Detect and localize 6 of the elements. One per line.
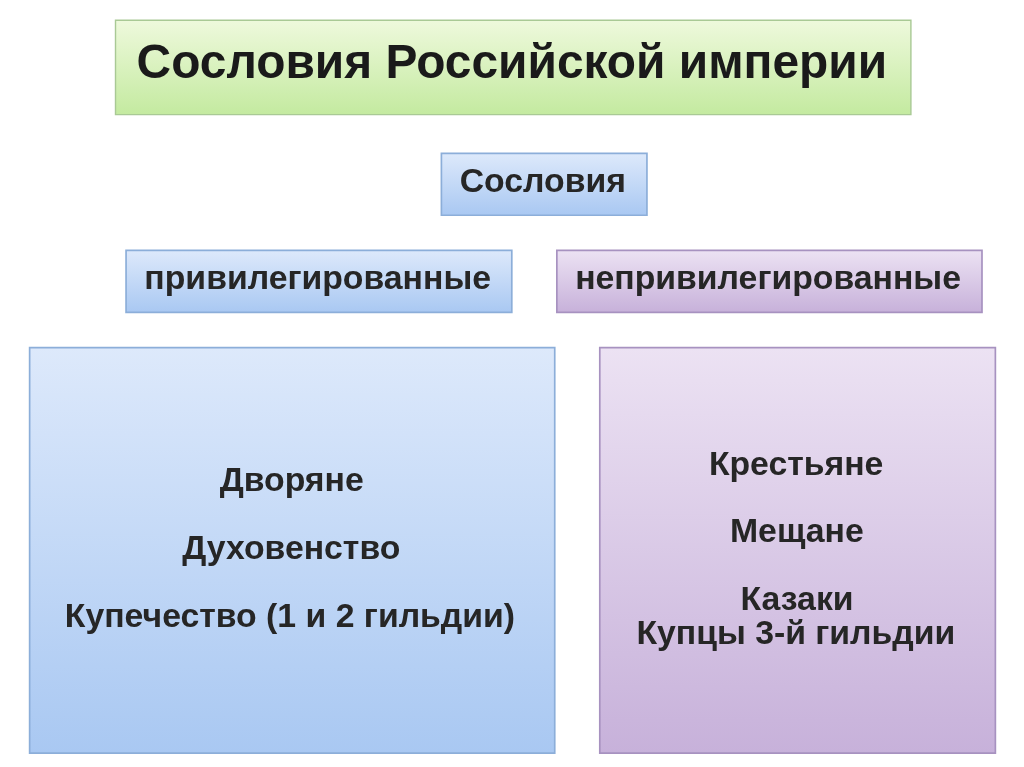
node-box: Дворяне Духовенство Купечество (1 и 2 гильдии) — [28, 346, 556, 754]
diagram-title: Сословия Российской империи — [136, 35, 887, 89]
node-box: Сословия — [440, 152, 648, 217]
node-box: непривилегированные — [555, 249, 983, 314]
node-box: Крестьяне Мещане Казаки Купцы 3-й гильдии — [598, 346, 996, 754]
node-box: привилегированные — [124, 249, 513, 314]
